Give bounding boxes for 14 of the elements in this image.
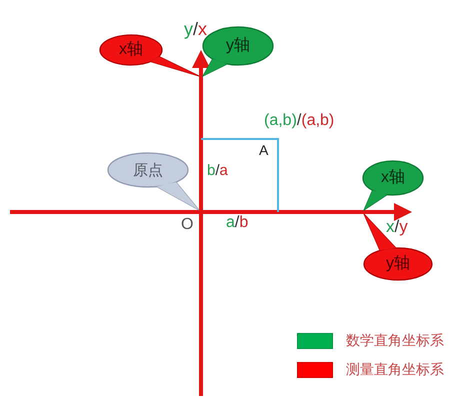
axis-label: y/x (184, 20, 208, 38)
axis-label: O (181, 217, 194, 233)
axis-label: x/y (386, 218, 408, 235)
legend-label: 数学直角坐标系 (346, 333, 444, 347)
bubble-label: y轴 (386, 256, 410, 272)
axis-label: A (259, 143, 268, 157)
bubble-label: y轴 (226, 38, 250, 54)
axis-label: a/b (226, 215, 248, 231)
bubble-label: x轴 (381, 170, 405, 186)
bubble-label: x轴 (119, 42, 143, 58)
axis-label: b/a (207, 163, 228, 178)
axis-label: (a,b)/(a,b) (264, 113, 334, 129)
bubble-label: 原点 (133, 162, 163, 178)
legend-label: 测量直角坐标系 (346, 362, 444, 376)
